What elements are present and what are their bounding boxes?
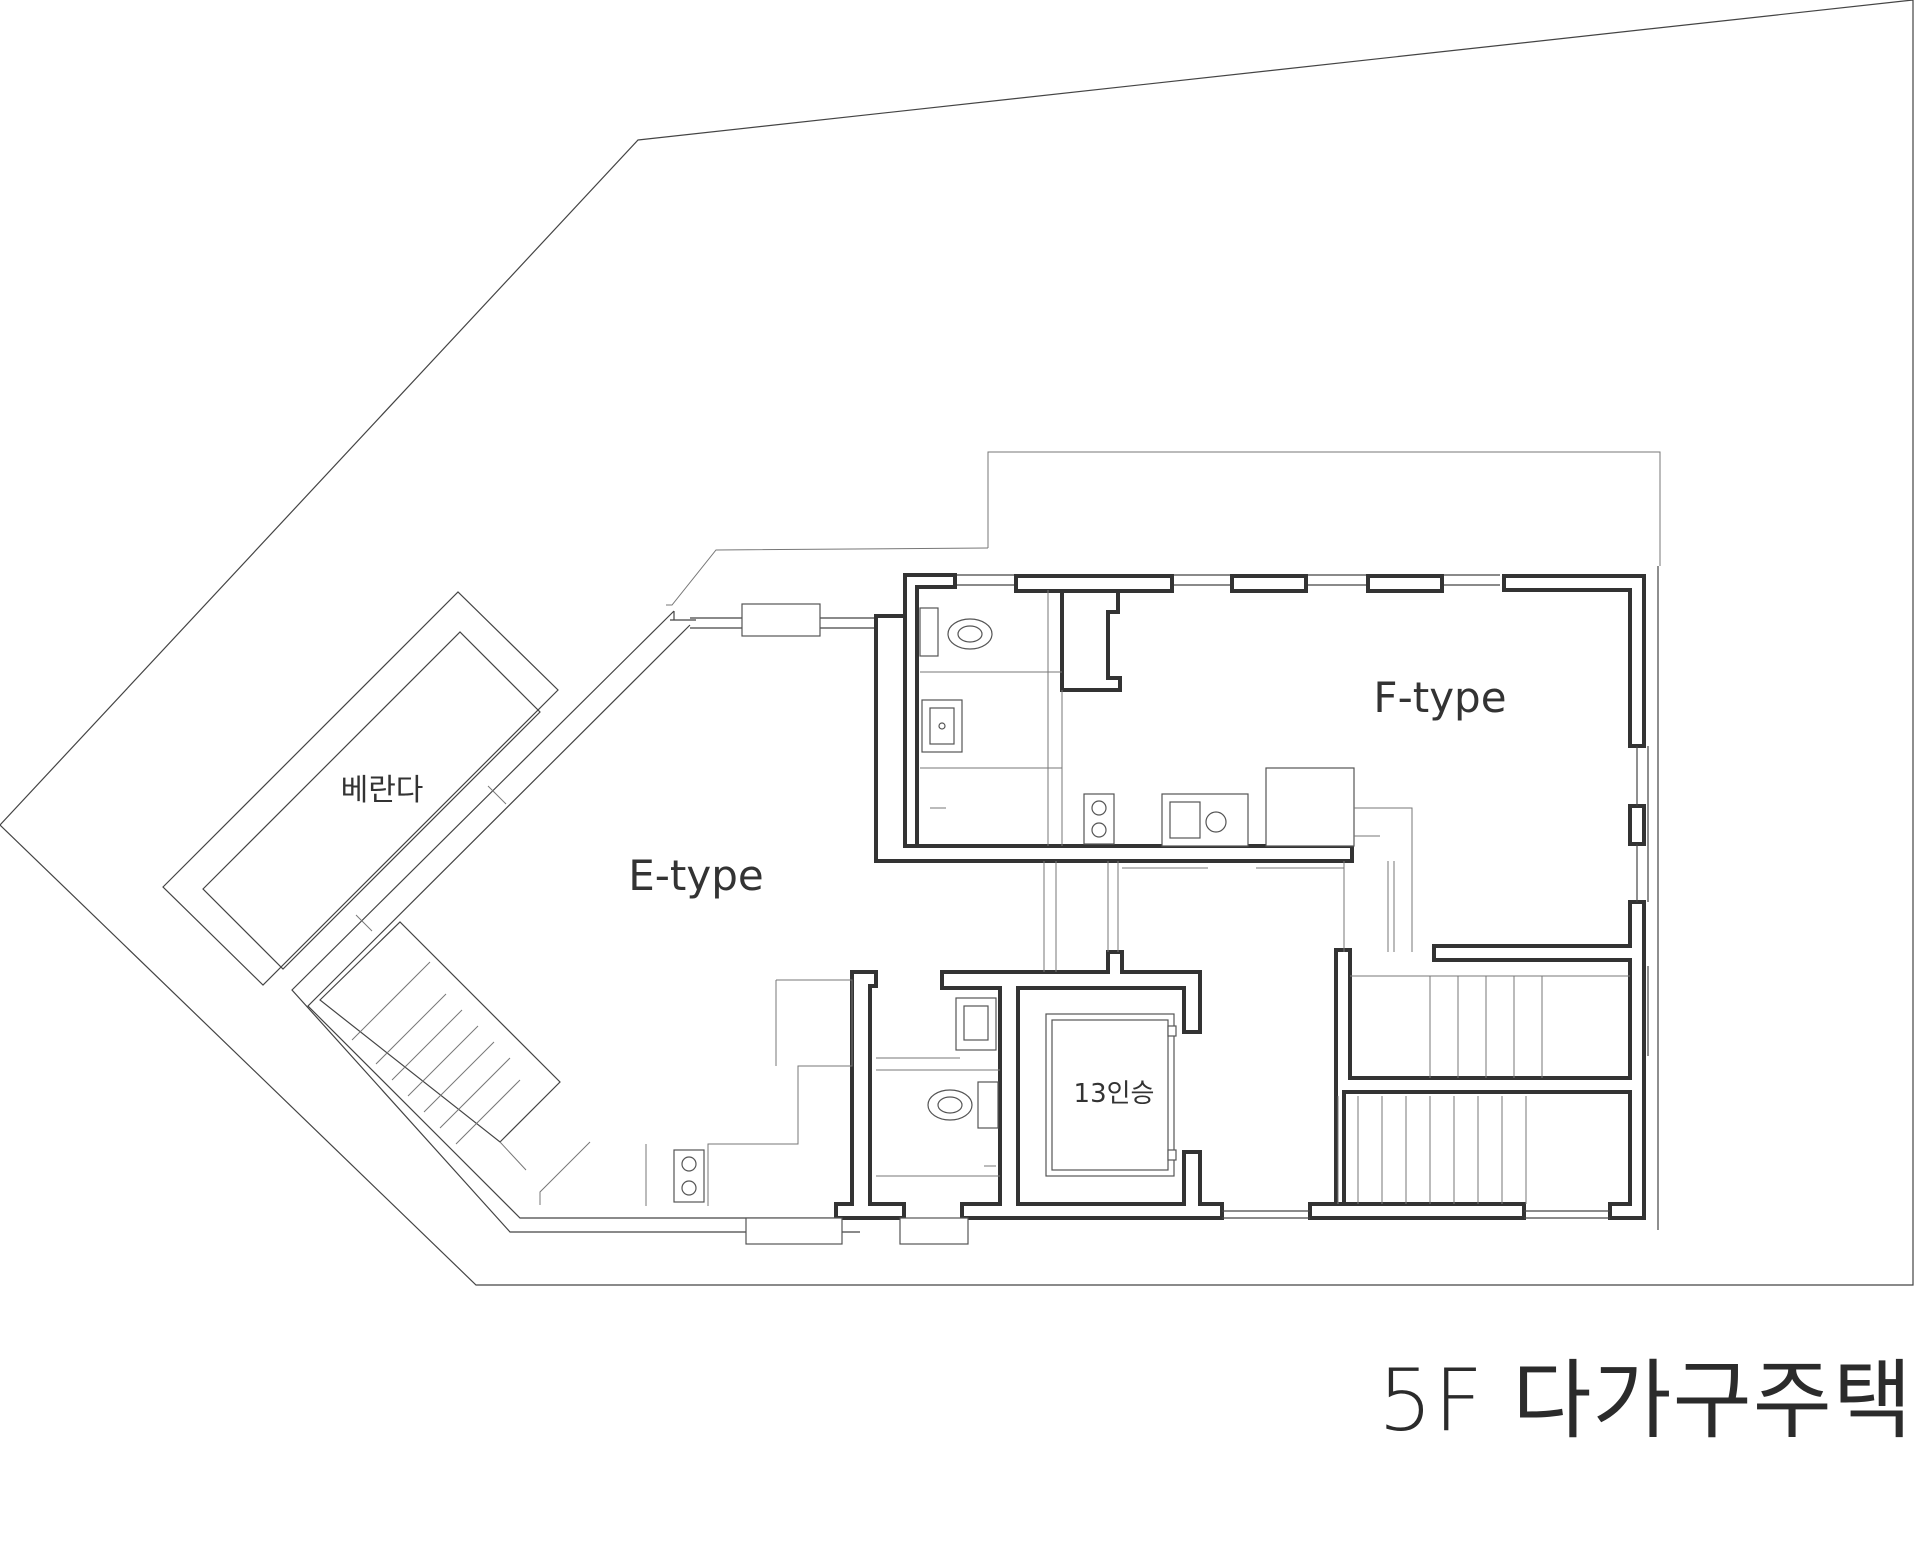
unit-f-label: F-type [1373,673,1506,722]
f-unit-bathroom [919,590,1063,846]
site-boundary [0,0,1914,1286]
f-unit-kitchen [1083,767,1413,952]
elevator-car [1045,1013,1177,1177]
structural-walls [834,573,1646,1220]
e-unit-outer-line [666,547,989,606]
balcony-label: 베란다 [341,773,424,808]
bottom-windows [745,1210,1610,1245]
balcony [162,591,559,986]
exterior-stair [319,921,591,1205]
e-unit-kitchen [645,979,853,1206]
interior-stair [1337,975,1630,1204]
terrace-outline [987,451,1661,566]
e-unit-top-windows [690,603,878,637]
e-unit-diagonal-wall [291,610,860,1233]
right-windows [1636,566,1659,1230]
drawing-title: 5F 다가구주택 [1377,1351,1913,1451]
e-unit-bathroom [876,997,1000,1177]
unit-e-label: E-type [628,851,764,900]
corridor-lines [1043,861,1395,972]
elevator-label: 13인승 [1074,1079,1155,1109]
